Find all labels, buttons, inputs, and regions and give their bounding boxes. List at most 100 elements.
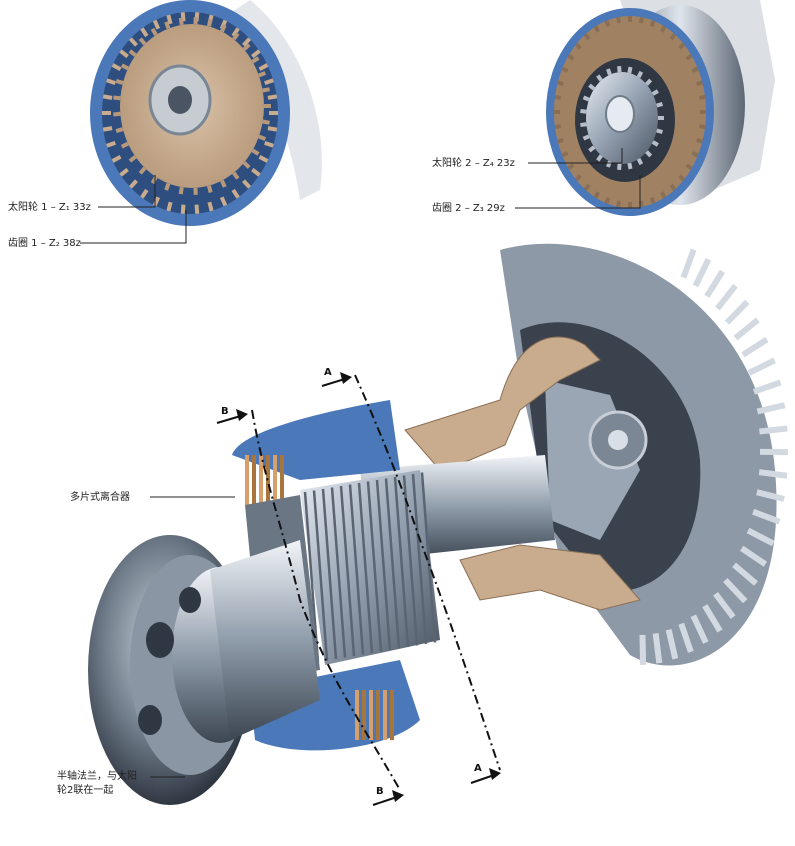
clutch-housing-top <box>232 400 400 480</box>
gear-tooth <box>638 16 644 24</box>
gear-tooth <box>267 94 278 100</box>
helical-tooth <box>357 482 374 654</box>
gear-tooth <box>561 66 569 73</box>
label-axle-flange-line2: 轮2联在一起 <box>57 785 114 796</box>
clutch-plate <box>280 455 284 505</box>
gear-tooth <box>678 42 686 50</box>
section-marker-b-bottom: B <box>376 786 384 797</box>
clutch-plate <box>355 690 359 740</box>
gear-tooth <box>242 161 251 169</box>
gear-tooth <box>120 63 129 71</box>
gear-set-2-illustration <box>546 0 775 216</box>
gear-tooth <box>604 196 611 204</box>
gear-tooth <box>691 66 699 73</box>
crown-tooth <box>752 379 782 395</box>
clutch-plates <box>245 455 394 740</box>
gear-tooth <box>593 25 601 33</box>
gear-tooth <box>251 148 260 156</box>
gear-tooth <box>669 183 677 191</box>
clutch-plate <box>376 690 380 740</box>
crown-gear-teeth <box>639 248 789 666</box>
gear-tooth <box>685 163 693 171</box>
label-axle-flange-line1: 半轴法兰，与太阳 <box>57 771 137 782</box>
gear-tooth <box>567 163 575 171</box>
crown-tooth <box>692 258 712 288</box>
crown-tooth <box>723 578 748 604</box>
gear-tooth <box>207 185 213 193</box>
gear-tooth <box>111 63 122 71</box>
gear-tooth <box>232 171 240 180</box>
gear-tooth <box>119 49 129 59</box>
gear-tooth <box>251 49 261 59</box>
section-marker-b-top: B <box>221 406 229 417</box>
clutch-plate <box>259 455 263 505</box>
clutch-plate <box>266 455 270 505</box>
gear-tooth <box>574 42 582 50</box>
gear-tooth <box>180 204 186 214</box>
gear-tooth <box>102 126 113 132</box>
gear-tooth <box>180 12 186 22</box>
crown-tooth <box>756 489 785 502</box>
gear-tooth <box>242 43 251 51</box>
arrow-b-bottom <box>372 790 404 806</box>
gear-tooth <box>128 179 138 189</box>
gear-tooth <box>113 95 121 101</box>
clutch-plate <box>362 690 366 740</box>
gear-tooth <box>128 49 137 57</box>
gear-tooth <box>219 196 228 207</box>
section-marker-a-bottom: A <box>474 763 482 774</box>
differential-assembly-illustration <box>88 243 789 805</box>
leader-ring-gear-2 <box>515 175 641 209</box>
helical-tooth <box>366 481 383 652</box>
gear-tooth <box>593 191 601 199</box>
gear-tooth <box>698 124 706 129</box>
gear-tooth <box>588 145 596 153</box>
gear-tooth <box>636 157 644 166</box>
leader-sun-gear-2 <box>528 148 623 164</box>
gear-tooth <box>685 53 693 61</box>
gear-tooth <box>557 137 565 144</box>
gear-tooth <box>616 16 622 24</box>
helical-tooth <box>384 478 401 649</box>
sun-gear-2-teeth <box>580 65 664 171</box>
gear-tooth <box>231 27 240 38</box>
gear-tooth <box>178 186 184 195</box>
helical-tooth <box>411 473 428 645</box>
clutch-plate <box>252 455 256 505</box>
ring-gear-1-teeth <box>102 12 278 214</box>
gear-tooth <box>178 17 184 26</box>
gear-tooth <box>262 119 270 125</box>
arrow-b-top <box>216 409 248 424</box>
gear-tooth <box>651 89 659 96</box>
gear-tooth <box>656 128 663 134</box>
clutch-plate <box>273 455 277 505</box>
gear-tooth <box>691 151 699 158</box>
clutch-plate <box>390 690 394 740</box>
crown-tooth <box>690 614 709 644</box>
helical-tooth <box>420 472 437 643</box>
gear-tooth <box>267 126 278 132</box>
gear-tooth <box>262 87 270 93</box>
crown-tooth <box>639 634 647 666</box>
gear-tooth <box>606 68 612 76</box>
crown-tooth <box>680 248 697 279</box>
helical-tooth <box>321 488 338 660</box>
crown-tooth <box>678 622 694 653</box>
gear-tooth <box>111 155 122 163</box>
helical-tooth <box>375 479 392 651</box>
gear-tooth <box>695 137 703 144</box>
crown-tooth <box>746 527 775 547</box>
crown-tooth <box>724 299 750 325</box>
gear-tooth <box>220 179 227 188</box>
gear-tooth <box>616 200 622 208</box>
helical-tooth <box>348 484 365 655</box>
gear-tooth <box>627 162 633 170</box>
gear-tooth <box>645 150 653 158</box>
label-ring-gear-2: 齿圈 2 – Z₃ 29z <box>432 203 505 214</box>
clutch-plate <box>369 690 373 740</box>
crown-tooth <box>747 357 776 376</box>
gear-tooth <box>166 14 173 25</box>
gear-tooth <box>678 174 686 182</box>
gear-tooth <box>588 83 596 91</box>
gear-tooth <box>242 179 252 189</box>
